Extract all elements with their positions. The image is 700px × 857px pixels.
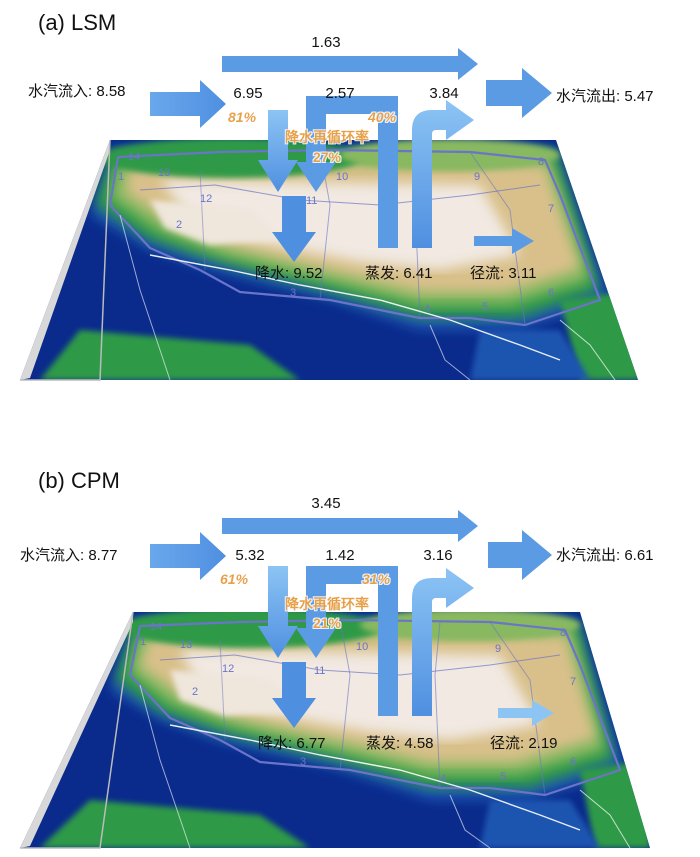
outflow-label: 水汽流出: 6.61 xyxy=(556,547,654,564)
region-number-10: 10 xyxy=(356,641,368,653)
inflow-arrow xyxy=(150,532,226,580)
evap-out-value: 3.16 xyxy=(423,547,452,564)
entering-percent: 81% xyxy=(228,109,257,125)
overflow-arrow xyxy=(222,48,478,80)
inflow-label: 水汽流入: 8.77 xyxy=(20,547,118,564)
evaporation-percent: 31% xyxy=(362,571,391,587)
inflow-label: 水汽流入: 8.58 xyxy=(28,83,126,100)
region-number-1: 1 xyxy=(140,636,146,648)
entering-value: 5.32 xyxy=(235,547,264,564)
plateau-map xyxy=(20,139,638,381)
entering-percent: 61% xyxy=(220,571,249,587)
runoff-arrow xyxy=(498,700,554,726)
panel-title: (b) CPM xyxy=(38,468,120,493)
entering-value: 6.95 xyxy=(233,85,262,102)
runoff-label: 径流: 3.11 xyxy=(470,265,536,282)
vapor-flow-arrows xyxy=(150,510,554,728)
region-number-11: 11 xyxy=(306,195,317,207)
precipitation-arrow xyxy=(272,196,316,262)
recycling-ratio-value: 21% xyxy=(313,615,342,631)
recycled-vapor-arrow xyxy=(296,96,398,248)
recycled-value: 2.57 xyxy=(325,85,354,102)
region-number-11: 11 xyxy=(314,665,325,677)
region-number-14: 14 xyxy=(128,151,140,163)
precipitation-arrow xyxy=(272,662,316,728)
outflow-label: 水汽流出: 5.47 xyxy=(556,88,654,105)
evaporation-label: 蒸发: 6.41 xyxy=(365,265,433,282)
region-number-8: 8 xyxy=(560,627,566,639)
overflow-value: 3.45 xyxy=(311,495,340,512)
evaporation-percent: 40% xyxy=(367,109,397,125)
region-number-13: 13 xyxy=(158,167,170,179)
recycled-value: 1.42 xyxy=(325,547,354,564)
region-number-10: 10 xyxy=(336,171,348,183)
plateau-map xyxy=(20,611,650,849)
panel-title: (a) LSM xyxy=(38,10,116,35)
region-number-9: 9 xyxy=(474,171,480,183)
region-number-5: 5 xyxy=(482,301,488,313)
region-number-8: 8 xyxy=(538,156,544,168)
inflow-arrow xyxy=(150,80,226,128)
recycling-ratio-title: 降水再循环率 xyxy=(285,596,369,612)
runoff-arrow xyxy=(474,228,534,254)
region-number-2: 2 xyxy=(192,686,198,698)
region-number-5: 5 xyxy=(500,771,506,783)
region-number-12: 12 xyxy=(200,193,212,205)
outflow-arrow xyxy=(486,68,552,118)
outflow-arrow xyxy=(488,530,552,580)
region-number-2: 2 xyxy=(176,219,182,231)
recycling-ratio-value: 27% xyxy=(313,149,342,165)
vapor-flow-arrows xyxy=(150,48,552,262)
entering-vapor-arrow xyxy=(236,566,298,658)
region-number-6: 6 xyxy=(570,756,576,768)
region-number-7: 7 xyxy=(548,203,554,215)
precipitation-label: 降水: 9.52 xyxy=(255,265,323,282)
panel-lsm: (a) LSM xyxy=(20,10,654,381)
region-number-4: 4 xyxy=(424,303,430,315)
overflow-value: 1.63 xyxy=(311,34,340,51)
region-number-3: 3 xyxy=(290,287,296,299)
region-number-14: 14 xyxy=(150,621,162,633)
recycled-vapor-arrow xyxy=(296,566,398,716)
region-number-9: 9 xyxy=(495,643,501,655)
evaporation-label: 蒸发: 4.58 xyxy=(366,735,434,752)
evap-out-value: 3.84 xyxy=(429,85,458,102)
precipitation-label: 降水: 6.77 xyxy=(258,735,326,752)
region-number-3: 3 xyxy=(300,756,306,768)
entering-vapor-arrow xyxy=(236,110,298,192)
region-number-4: 4 xyxy=(440,773,446,785)
evaporation-out-arrow xyxy=(412,568,474,716)
overflow-arrow xyxy=(222,510,478,542)
panel-cpm: (b) CPM xyxy=(20,468,654,849)
region-number-6: 6 xyxy=(548,287,554,299)
runoff-label: 径流: 2.19 xyxy=(490,735,558,752)
terrain-layers xyxy=(40,612,650,848)
region-number-7: 7 xyxy=(570,676,576,688)
region-number-13: 13 xyxy=(180,639,192,651)
evaporation-out-arrow xyxy=(412,100,474,248)
region-number-1: 1 xyxy=(118,171,124,183)
recycling-ratio-title: 降水再循环率 xyxy=(285,129,369,145)
region-number-12: 12 xyxy=(222,663,234,675)
